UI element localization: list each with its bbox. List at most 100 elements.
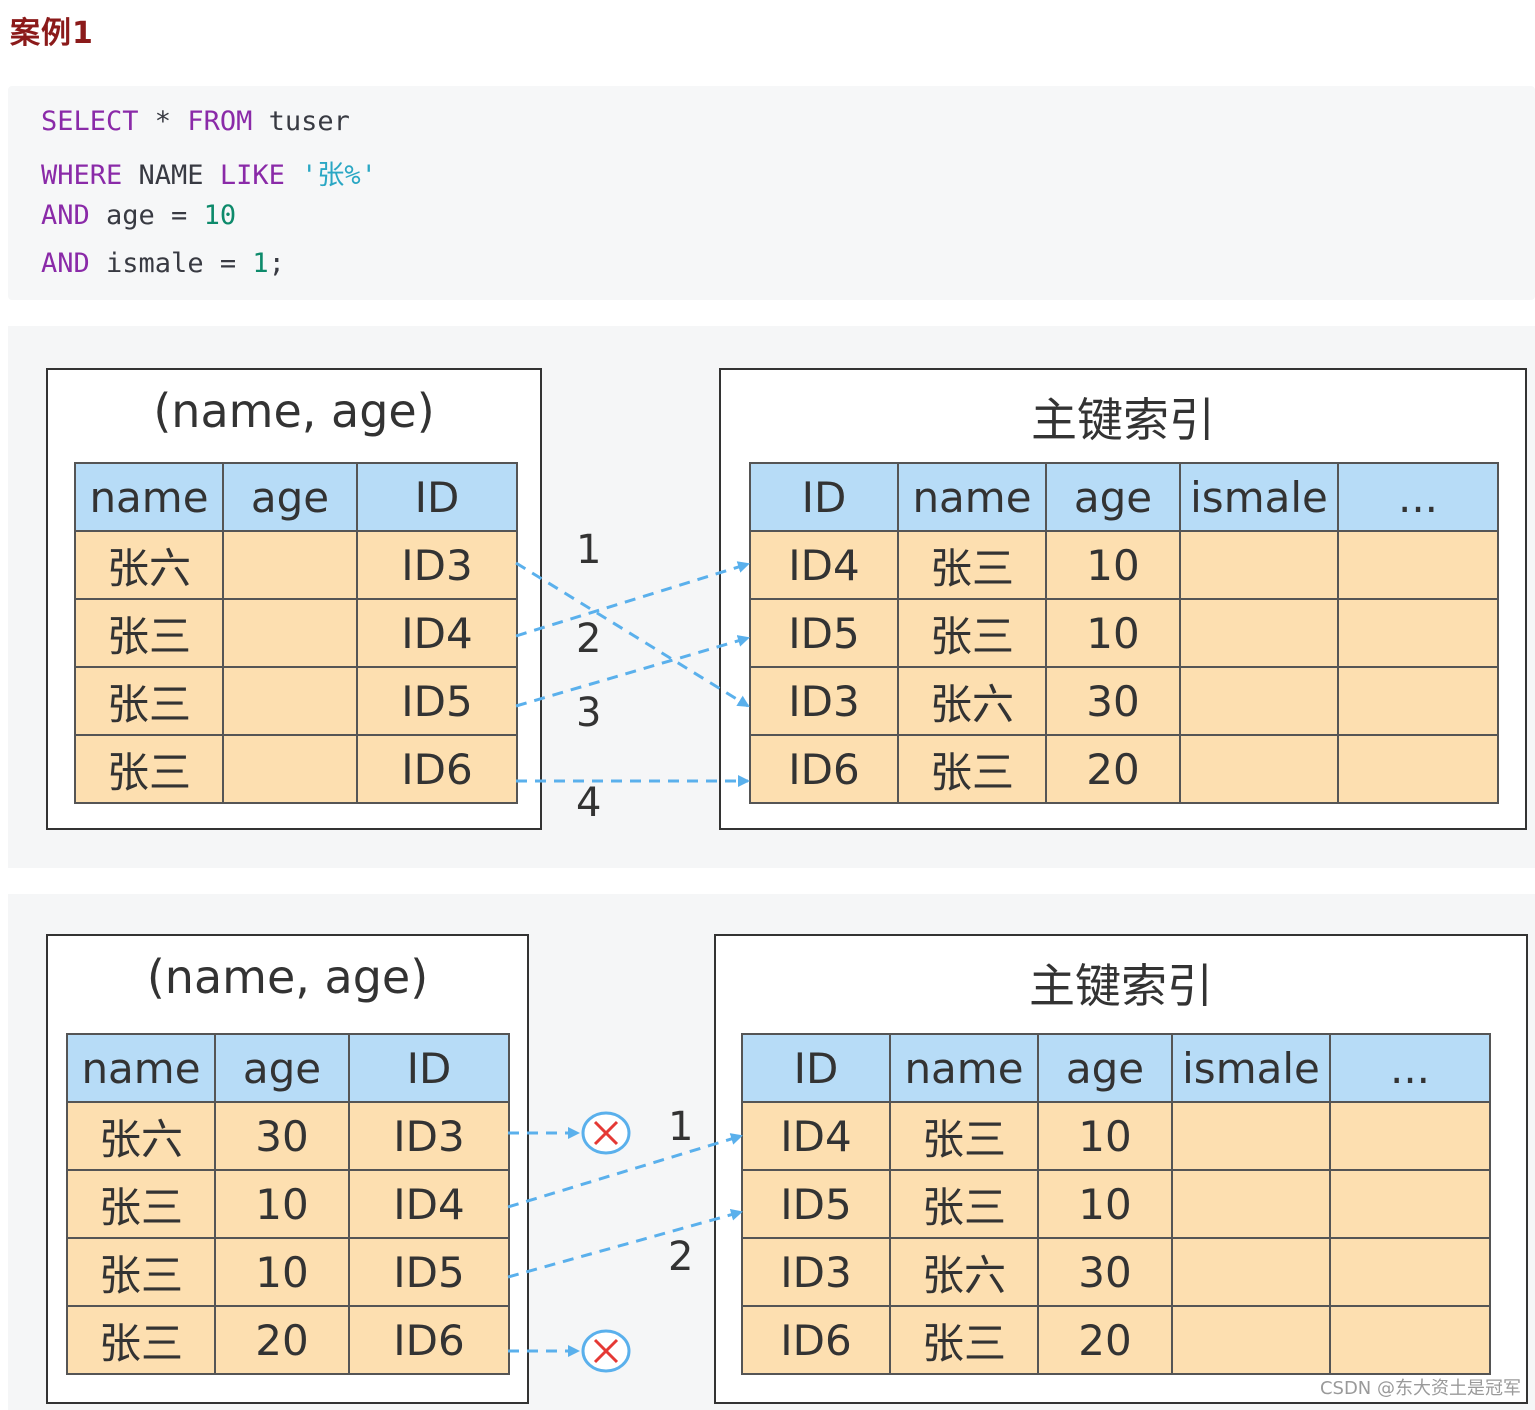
keyword: FROM [187, 106, 253, 137]
table-row: ID6 张三 20 [741, 1305, 1491, 1375]
table-cell: 张三 [66, 1305, 216, 1375]
table-cell: ID5 [356, 666, 518, 736]
table-row: 张三 ID6 [74, 734, 518, 804]
index-title: (name, age) [153, 384, 435, 438]
column-header: age [1045, 462, 1181, 532]
section-heading: 案例1 [10, 16, 94, 51]
table-cell: 20 [1037, 1305, 1173, 1375]
table-cell: 张三 [897, 530, 1047, 600]
sql-code-block: SELECT * FROM tuser WHERE NAME LIKE '张%'… [8, 86, 1535, 300]
arrow-label: 2 [576, 616, 601, 662]
table-cell: ID4 [348, 1169, 510, 1239]
code-text: tuser [252, 106, 350, 137]
table-cell: 张三 [66, 1169, 216, 1239]
arrow-label: 1 [668, 1104, 693, 1150]
table-cell: 30 [1037, 1237, 1173, 1307]
table-cell: 张三 [897, 598, 1047, 668]
lookup-arrow [515, 561, 750, 638]
code-text: ismale = [89, 248, 253, 279]
table-cell: ID5 [749, 598, 899, 668]
table-cell: ID3 [749, 666, 899, 736]
table-row: ID3 张六 30 [749, 666, 1499, 736]
table-cell [222, 598, 358, 668]
column-header: ID [741, 1033, 891, 1103]
code-text: ; [268, 248, 285, 279]
column-header: ismale [1179, 462, 1339, 532]
table-row: ID6 张三 20 [749, 734, 1499, 804]
table-cell: 20 [214, 1305, 350, 1375]
number-literal: 10 [203, 200, 237, 231]
table-cell: ID4 [749, 530, 899, 600]
table-cell [222, 530, 358, 600]
lookup-arrow [515, 635, 750, 708]
table-row: 张六 ID3 [74, 530, 518, 600]
table-cell [222, 666, 358, 736]
number-literal: 1 [252, 248, 269, 279]
column-header: age [1037, 1033, 1173, 1103]
table-cell: 张六 [889, 1237, 1039, 1307]
table-row: ID3 张六 30 [741, 1237, 1491, 1307]
table-cell [1337, 734, 1499, 804]
lookup-arrow [507, 1208, 743, 1279]
column-header: ID [356, 462, 518, 532]
table-cell: 张三 [74, 666, 224, 736]
table-row: 张六 30 ID3 [66, 1101, 510, 1171]
column-header: ismale [1171, 1033, 1331, 1103]
column-header: ... [1329, 1033, 1491, 1103]
table-cell: 张三 [889, 1305, 1039, 1375]
table-cell: 10 [1045, 598, 1181, 668]
column-header: ID [348, 1033, 510, 1103]
arrow-label: 2 [668, 1234, 693, 1280]
watermark: CSDN @东大资土是冠军 [1319, 1378, 1521, 1399]
table-cell [1171, 1305, 1331, 1375]
table-cell [1171, 1101, 1331, 1171]
table-row: 张三 10 ID5 [66, 1237, 510, 1307]
string-literal: '张%' [301, 160, 377, 191]
table-header-row: ID name age ismale ... [741, 1033, 1491, 1103]
table-cell: ID5 [741, 1169, 891, 1239]
table-cell [1171, 1237, 1331, 1307]
table-cell: 张三 [74, 734, 224, 804]
lookup-arrow [507, 1133, 743, 1209]
table-cell [1337, 666, 1499, 736]
table-cell: 张三 [897, 734, 1047, 804]
table-row: ID5 张三 10 [741, 1169, 1491, 1239]
table-cell [1179, 734, 1339, 804]
table-cell: ID3 [348, 1101, 510, 1171]
code-text: age = [89, 200, 204, 231]
table-cell: ID6 [356, 734, 518, 804]
table-cell: ID6 [348, 1305, 510, 1375]
arrow-label: 4 [576, 780, 601, 826]
secondary-index-table-1: name age ID 张六 ID3 张三 ID4 张三 ID5 张三 ID6 [74, 462, 518, 804]
table-row: ID4 张三 10 [749, 530, 1499, 600]
table-cell: ID4 [741, 1101, 891, 1171]
table-cell: 10 [1045, 530, 1181, 600]
lookup-arrow [515, 561, 750, 708]
keyword: SELECT [41, 106, 139, 137]
table-row: 张三 ID4 [74, 598, 518, 668]
index-title: (name, age) [146, 950, 429, 1004]
table-cell: 10 [214, 1237, 350, 1307]
table-cell: 30 [214, 1101, 350, 1171]
table-header-row: ID name age ismale ... [749, 462, 1499, 532]
keyword: AND [41, 248, 90, 279]
table-cell [1329, 1169, 1491, 1239]
column-header: age [214, 1033, 350, 1103]
table-cell: 张三 [889, 1169, 1039, 1239]
column-header: name [897, 462, 1047, 532]
table-cell: 张三 [66, 1237, 216, 1307]
column-header: name [74, 462, 224, 532]
table-cell: 30 [1045, 666, 1181, 736]
table-row: ID5 张三 10 [749, 598, 1499, 668]
table-cell: 张六 [74, 530, 224, 600]
table-cell: ID5 [348, 1237, 510, 1307]
primary-index-table-1: ID name age ismale ... ID4 张三 10 ID5 张三 … [749, 462, 1499, 804]
table-cell [222, 734, 358, 804]
keyword: LIKE [219, 160, 285, 191]
secondary-index-table-2: name age ID 张六 30 ID3 张三 10 ID4 张三 10 ID… [66, 1033, 510, 1375]
table-cell: 10 [214, 1169, 350, 1239]
table-row: 张三 ID5 [74, 666, 518, 736]
reject-x-icon [581, 1329, 631, 1373]
code-text: * [138, 106, 188, 137]
table-cell: 张三 [74, 598, 224, 668]
